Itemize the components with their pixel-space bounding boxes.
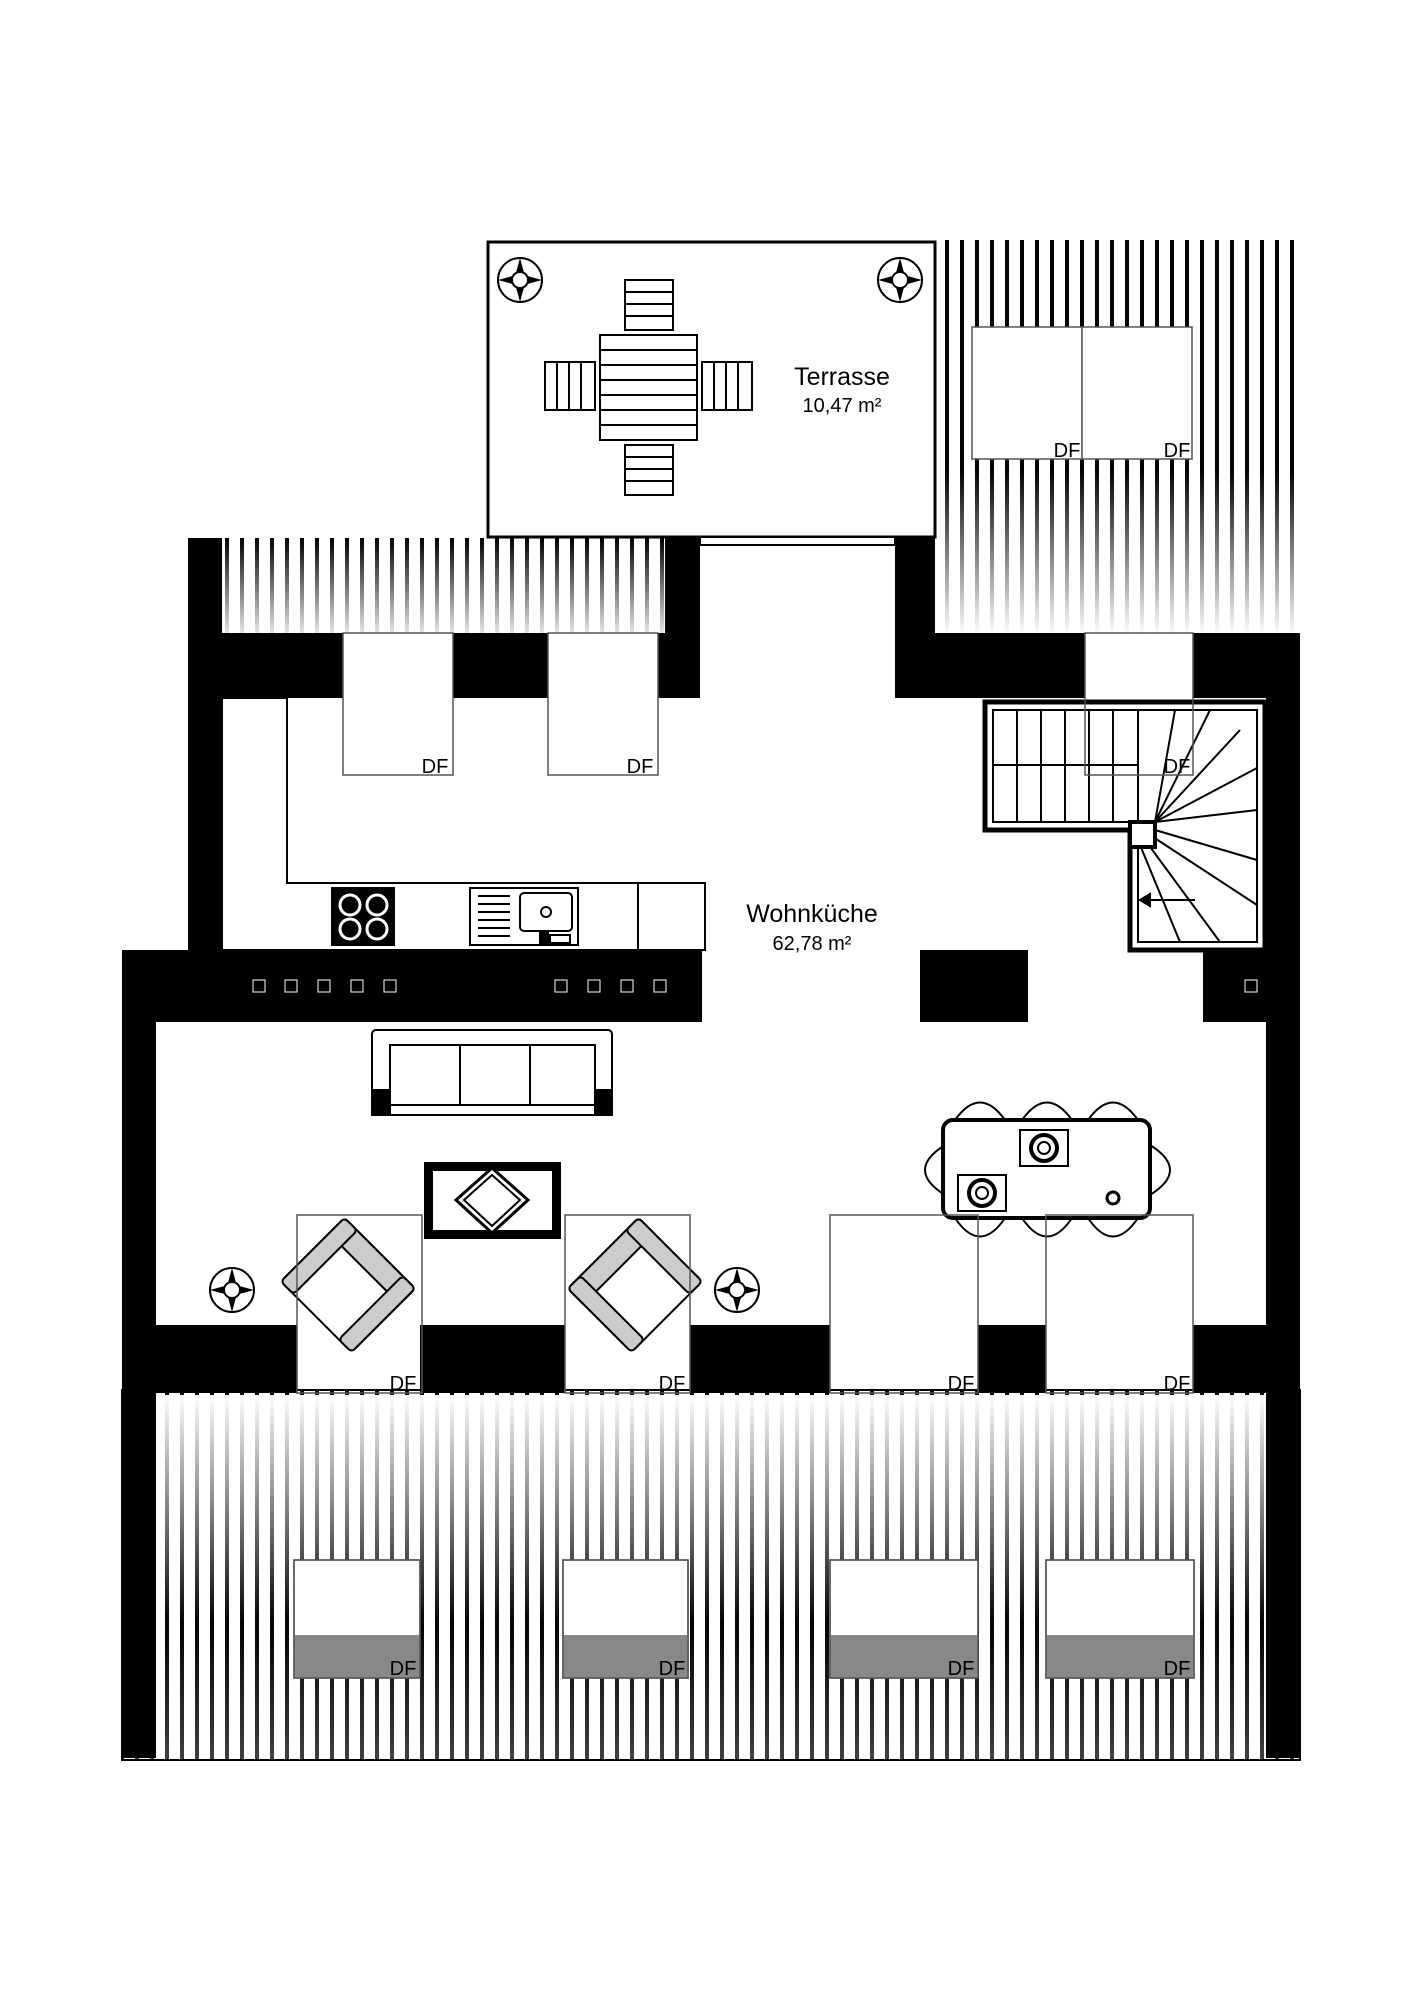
df-label: DF [1054,440,1081,462]
armchair [281,1218,415,1352]
roof-area-top-left [220,538,665,633]
df-label: DF [659,1373,686,1395]
terrace-table [544,279,753,496]
coffee-table [424,1162,561,1239]
roof-window [342,632,454,776]
plant-icon [877,257,923,303]
roof-window-shading [294,1635,1194,1678]
df-label: DF [390,1373,417,1395]
df-label: DF [1164,756,1191,778]
df-label: DF [390,1658,417,1680]
roof-window [296,1214,423,1394]
plant-icon [497,257,543,303]
walls [122,538,1300,1758]
living-kitchen-name: Wohnküche [746,900,878,928]
wall-markers [252,979,1258,993]
df-label: DF [1164,440,1191,462]
df-label: DF [422,756,449,778]
df-label: DF [1164,1373,1191,1395]
cooktop-icon [331,887,395,946]
roof-window [1084,632,1194,776]
place-setting-icon [1019,1129,1069,1167]
roof-window [971,326,1083,460]
living-kitchen-area: 62,78 m² [773,933,852,955]
sofa [371,1029,613,1116]
terrace-area: 10,47 m² [803,395,882,417]
df-label: DF [948,1658,975,1680]
df-label: DF [1164,1658,1191,1680]
terrace-door [699,536,896,546]
armchair [568,1218,702,1352]
place-setting-icon [957,1174,1007,1212]
terrace: Terrasse 10,47 m² [486,240,937,546]
roof-window [829,1214,979,1394]
dining-table [924,1101,1171,1238]
terrace-name: Terrasse [794,363,890,391]
staircase [982,699,1268,953]
roof-window [564,1214,691,1394]
pillar [920,950,1028,1022]
df-label: DF [948,1373,975,1395]
plant-icon [714,1267,760,1313]
kitchen-counter [221,697,706,951]
df-label: DF [627,756,654,778]
roof-windows [293,326,1195,1679]
bottle-icon [1105,1190,1121,1206]
plant-icon [209,1267,255,1313]
roof-window [1045,1214,1194,1394]
sink-icon [469,887,579,946]
roof-window [547,632,659,776]
watermark: McGrundriss [1284,1258,1296,1321]
df-label: DF [659,1658,686,1680]
roof-window [1081,326,1193,460]
